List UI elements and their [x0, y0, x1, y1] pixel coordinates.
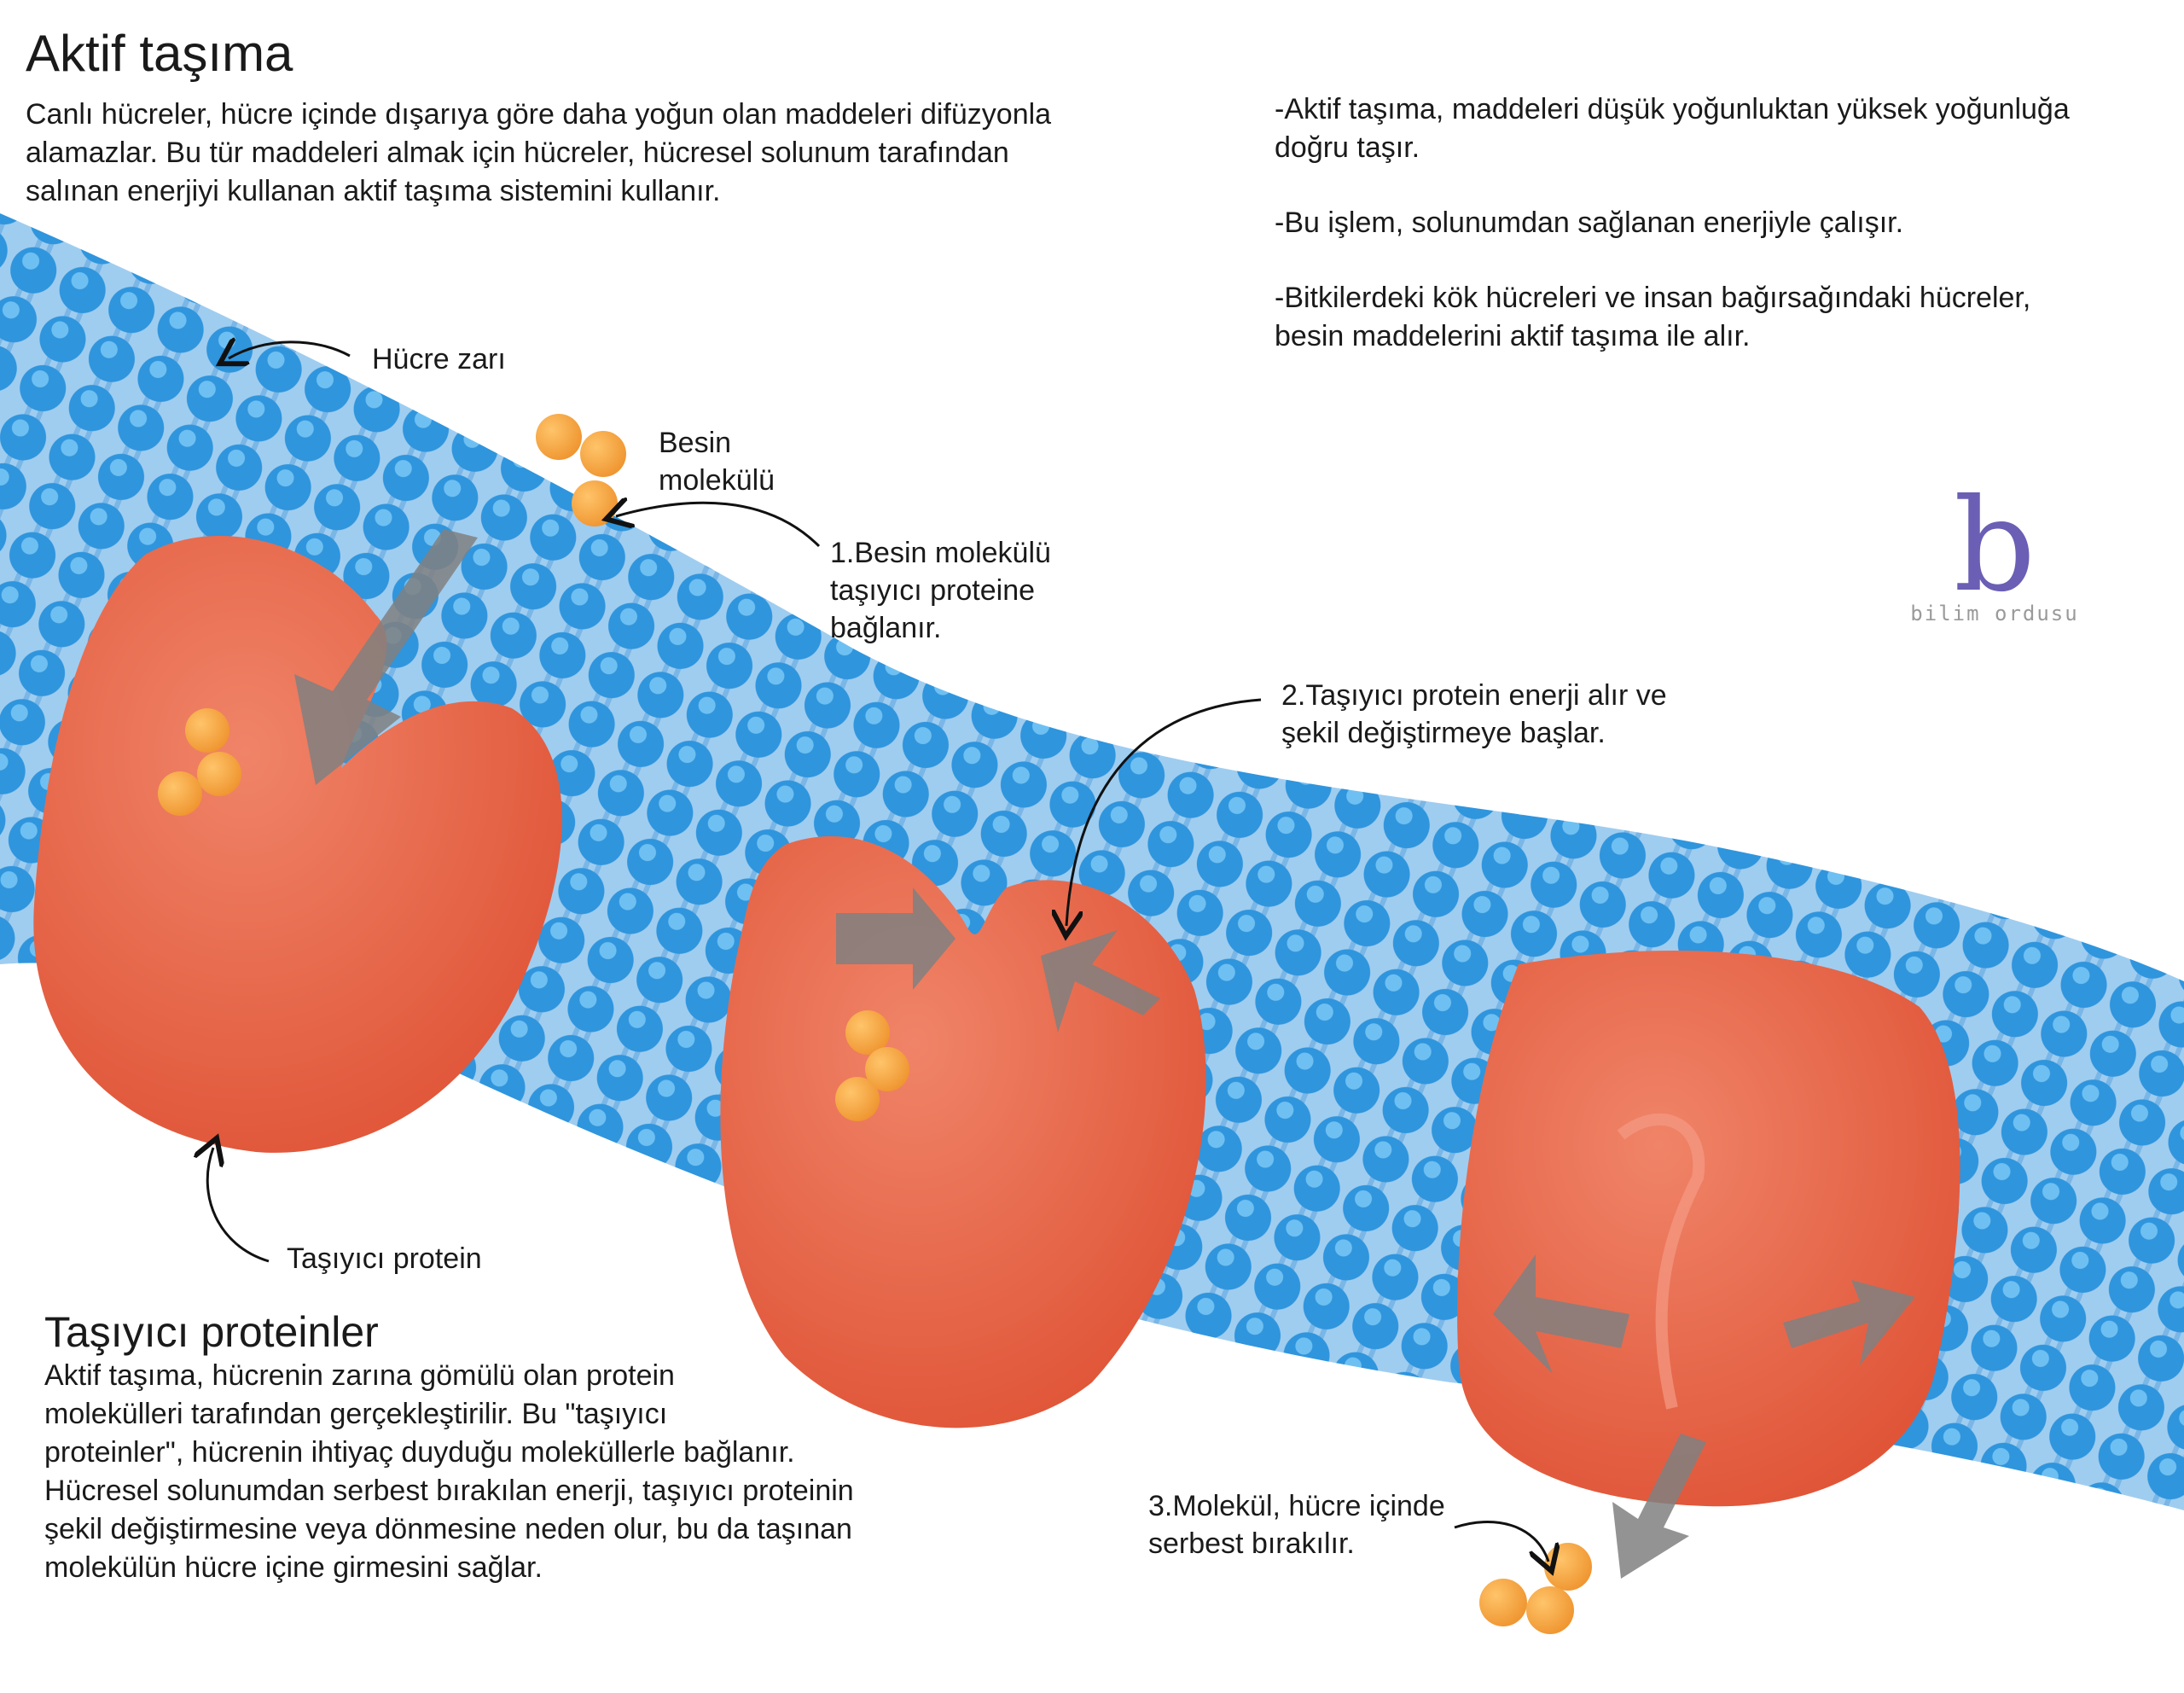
intro-paragraph: Canlı hücreler, hücre içinde dışarıya gö…	[26, 96, 1051, 211]
intro-line: Canlı hücreler, hücre içinde dışarıya gö…	[26, 98, 1052, 131]
nutrient-molecule-bound-2	[835, 1010, 909, 1121]
energy-arrows	[294, 529, 1915, 1579]
arrow-icon	[1783, 1280, 1915, 1365]
carrier-protein-3	[1457, 951, 1960, 1507]
intro-line: salınan enerjiyi kullanan aktif taşıma s…	[26, 175, 721, 207]
arrow-icon	[294, 529, 478, 785]
arrow-icon	[1493, 1254, 1629, 1374]
page-title: Aktif taşıma	[26, 25, 293, 82]
arrow-icon	[836, 887, 956, 990]
carrier-protein-1	[33, 535, 562, 1153]
label-membrane: Hücre zarı	[372, 343, 506, 375]
facts-list: -Aktif taşıma, maddeleri düşük yoğunlukt…	[1275, 90, 2070, 393]
fact-item: -Bu işlem, solunumdan sağlanan enerjiyle…	[1275, 207, 1904, 239]
nutrient-molecule-released	[1479, 1543, 1592, 1634]
fact-item: -Aktif taşıma, maddeleri düşük yoğunlukt…	[1275, 93, 2070, 164]
label-carrier-protein: Taşıyıcı protein	[287, 1242, 482, 1275]
nutrient-molecule-bound-1	[158, 708, 241, 816]
intro-line: alamazlar. Bu tür maddeleri almak için h…	[26, 137, 1009, 169]
bilim-ordusu-logo: b bilim ordusu	[1910, 472, 2079, 625]
arrow-icon	[1041, 930, 1160, 1033]
callout-arrows	[207, 342, 1548, 1562]
carrier-protein-2	[720, 836, 1206, 1428]
carrier-proteins-heading: Taşıyıcı proteinler	[44, 1308, 379, 1356]
arrow-icon	[1612, 1434, 1706, 1579]
fact-item: -Bitkilerdeki kök hücreleri ve insan bağ…	[1275, 282, 2031, 352]
nutrient-molecule-outside	[536, 414, 626, 527]
carrier-proteins-paragraph: Aktif taşıma, hücrenin zarına gömülü ola…	[44, 1359, 854, 1584]
